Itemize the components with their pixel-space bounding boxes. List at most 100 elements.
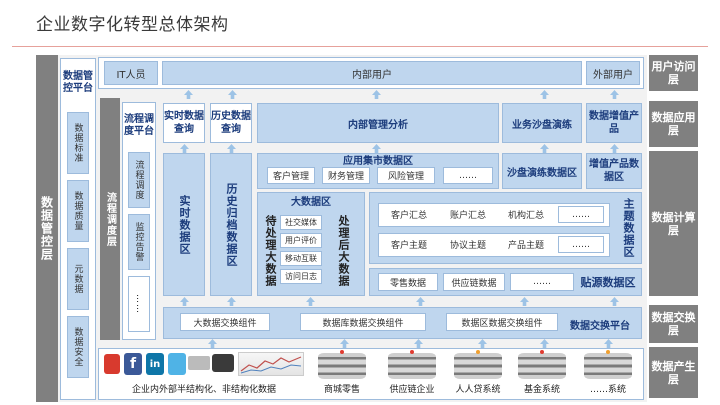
status-dot-icon xyxy=(410,350,414,354)
compute-history-archive-zone: 历史归档数据区 xyxy=(210,153,252,296)
process-platform-title: 流程调度平台 xyxy=(124,114,154,137)
rss-feed-icon xyxy=(188,356,210,370)
app-history-query: 历史数据查询 xyxy=(210,103,252,143)
arrow-up-icon xyxy=(340,339,349,348)
arrow-up-icon xyxy=(208,339,217,348)
arrow-up-icon xyxy=(540,90,549,99)
status-dot-icon xyxy=(606,350,610,354)
layer-label-compute: 数据计算层 xyxy=(649,151,698,296)
paste-more: …… xyxy=(510,273,574,291)
compute-source-paste-zone xyxy=(369,268,642,296)
governance-item-quality: 数据质量 xyxy=(67,180,89,242)
layer-label-application: 数据应用层 xyxy=(649,101,698,147)
arrow-up-icon xyxy=(520,297,529,306)
source-system-p2p: 人人贷系统 xyxy=(455,385,501,395)
process-item-scheduling: 流程调度 xyxy=(128,152,150,208)
left-band-data-governance: 数据管控层 xyxy=(36,55,58,402)
analytics-chart-icon xyxy=(238,352,304,376)
arrow-up-icon xyxy=(372,144,381,153)
compute-realtime-zone: 实时数据区 xyxy=(163,153,205,296)
summary-institution: 机构汇总 xyxy=(500,206,552,223)
source-unstructured-label: 企业内外部半结构化、非结构化数据 xyxy=(131,385,276,395)
layer-label-access: 用户访问层 xyxy=(649,55,698,91)
arrow-up-icon xyxy=(184,90,193,99)
arrow-up-icon xyxy=(540,144,549,153)
database-icon xyxy=(318,353,366,379)
layer-label-exchange: 数据交换层 xyxy=(649,305,698,343)
app-business-sandbox: 业务沙盘演练 xyxy=(502,103,582,143)
bigdata-mobile-internet: 移动互联 xyxy=(280,251,322,266)
governance-item-standard: 数据标准 xyxy=(67,112,89,174)
source-system-other: ……系统 xyxy=(589,385,626,395)
arrow-up-icon xyxy=(540,339,549,348)
arrow-up-icon xyxy=(180,297,189,306)
exchange-bigdata-component: 大数据交换组件 xyxy=(180,313,270,331)
topic-customer: 客户主题 xyxy=(384,236,434,253)
arrow-up-icon xyxy=(478,339,487,348)
status-dot-icon xyxy=(476,350,480,354)
twitter-icon xyxy=(168,353,186,375)
arrow-up-icon xyxy=(604,339,613,348)
arrow-up-icon xyxy=(306,297,315,306)
database-icon xyxy=(518,353,566,379)
paste-retail: 零售数据 xyxy=(378,273,438,291)
topic-product: 产品主题 xyxy=(500,236,552,253)
app-mart-title: 应用集市数据区 xyxy=(343,156,413,167)
summary-account: 账户汇总 xyxy=(440,206,496,223)
line-chart-icon xyxy=(240,356,302,374)
bigdata-user-reviews: 用户评价 xyxy=(280,233,322,248)
mart-customer-mgmt: 客户管理 xyxy=(267,167,315,184)
exchange-platform-label: 数据交换平台 xyxy=(570,320,630,332)
governance-item-security: 数据安全 xyxy=(67,316,89,378)
arrow-up-icon xyxy=(610,144,619,153)
database-icon xyxy=(454,353,502,379)
status-dot-icon xyxy=(540,350,544,354)
page-title: 企业数字化转型总体架构 xyxy=(36,15,229,35)
topic-zone-label: 主题数据区 xyxy=(622,198,635,258)
topic-more: …… xyxy=(558,236,604,253)
access-external-users: 外部用户 xyxy=(586,61,640,85)
arrow-up-icon xyxy=(416,297,425,306)
facebook-icon: f xyxy=(124,353,142,375)
bigdata-access-logs: 访问日志 xyxy=(280,269,322,284)
layer-label-source: 数据产生层 xyxy=(649,347,698,398)
exchange-zone-component: 数据区数据交换组件 xyxy=(446,313,558,331)
bigdata-processed-label: 处理后大数据 xyxy=(337,215,350,287)
compute-value-added-zone: 增值产品数据区 xyxy=(586,153,642,189)
access-internal-users: 内部用户 xyxy=(162,61,582,85)
bigdata-pending-label: 待处理大数据 xyxy=(264,215,277,287)
database-icon xyxy=(388,353,436,379)
source-system-retail: 商城零售 xyxy=(323,385,360,395)
access-it-staff: IT人员 xyxy=(104,61,158,85)
usb-device-icon xyxy=(212,354,234,372)
arrow-up-icon xyxy=(227,144,236,153)
app-value-added-products: 数据增值产品 xyxy=(586,103,642,143)
paste-zone-label: 贴源数据区 xyxy=(580,276,636,289)
app-realtime-query: 实时数据查询 xyxy=(163,103,205,143)
process-item-more: …… xyxy=(128,276,150,332)
linkedin-icon: in xyxy=(146,353,164,375)
summary-customer: 客户汇总 xyxy=(384,206,434,223)
arrow-up-icon xyxy=(228,90,237,99)
exchange-db-component: 数据库数据交换组件 xyxy=(300,313,426,331)
bigdata-social-media: 社交媒体 xyxy=(280,215,322,230)
paste-supply-chain: 供应链数据 xyxy=(443,273,505,291)
arrow-up-icon xyxy=(414,339,423,348)
source-system-supply-chain: 供应链企业 xyxy=(389,385,435,395)
process-item-monitoring: 监控告警 xyxy=(128,214,150,270)
compute-sandbox-zone: 沙盘演练数据区 xyxy=(502,153,582,189)
arrow-up-icon xyxy=(610,297,619,306)
arrow-up-icon xyxy=(180,144,189,153)
arrow-up-icon xyxy=(610,90,619,99)
app-internal-mgmt-analysis: 内部管理分析 xyxy=(257,103,499,143)
process-scheduling-band: 流程调度层 xyxy=(100,98,120,340)
database-icon xyxy=(584,353,632,379)
source-system-fund: 基金系统 xyxy=(523,385,560,395)
governance-platform-title: 数据管控平台 xyxy=(63,71,93,94)
mart-risk-mgmt: 风险管理 xyxy=(377,167,435,184)
arrow-up-icon xyxy=(227,297,236,306)
youtube-icon xyxy=(104,354,120,374)
mart-finance-mgmt: 财务管理 xyxy=(322,167,370,184)
arrow-up-icon xyxy=(372,90,381,99)
summary-more: …… xyxy=(558,206,604,223)
